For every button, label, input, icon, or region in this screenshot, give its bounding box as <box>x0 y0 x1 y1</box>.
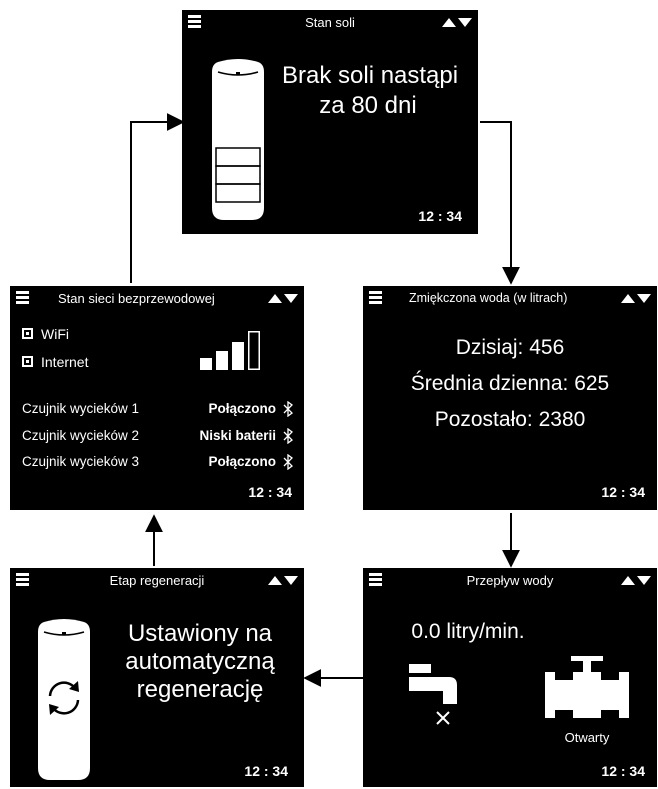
regen-message-line-2: automatyczną <box>125 648 275 675</box>
menu-icon[interactable] <box>188 15 201 28</box>
regen-message-line-3: regenerację <box>136 676 264 703</box>
wifi-checkbox[interactable] <box>22 328 33 339</box>
clock: 12 : 34 <box>248 484 292 500</box>
bluetooth-icon <box>283 428 293 444</box>
arrow-salt-to-softened <box>480 121 520 285</box>
up-down-arrows-icon[interactable] <box>268 292 298 304</box>
arrow-wireless-to-salt <box>130 113 185 283</box>
sensor-3-name: Czujnik wycieków 3 <box>22 454 140 469</box>
sensor-1-status: Połączono <box>208 401 276 416</box>
salt-message-line-2: za 80 dni <box>319 92 417 119</box>
regeneration-screen: Etap regeneracji Ustawiony na automatycz… <box>10 568 304 787</box>
screen-title: Etap regeneracji <box>109 573 205 588</box>
softener-tank-icon <box>38 619 90 780</box>
valve-status: Otwarty <box>564 730 610 745</box>
screen-title: Stan soli <box>305 15 355 30</box>
bluetooth-icon <box>283 401 293 417</box>
clock: 12 : 34 <box>601 763 645 779</box>
internet-label: Internet <box>41 354 89 370</box>
wifi-label: WiFi <box>41 326 69 342</box>
up-down-arrows-icon[interactable] <box>621 292 651 304</box>
screen-title: Zmiękczona woda (w litrach) <box>409 291 568 305</box>
sensor-3-status: Połączono <box>208 454 276 469</box>
screen-header: Stan soli <box>182 10 478 34</box>
valve-icon <box>545 656 629 718</box>
screen-title: Stan sieci bezprzewodowej <box>58 291 215 306</box>
salt-status-screen: Stan soli Brak soli nastąpi za 80 dni 12… <box>182 10 478 234</box>
menu-icon[interactable] <box>16 573 29 586</box>
flow-rate: 0.0 litry/min. <box>411 620 525 643</box>
softened-water-screen: Zmiękczona woda (w litrach) Dzisiaj: 456… <box>363 286 657 510</box>
signal-strength-icon <box>200 331 260 370</box>
daily-average: Średnia dzienna: 625 <box>410 372 610 395</box>
up-down-arrows-icon[interactable] <box>268 574 298 586</box>
sensor-2-name: Czujnik wycieków 2 <box>22 428 140 443</box>
clock: 12 : 34 <box>244 763 288 779</box>
sensor-2-status: Niski baterii <box>199 428 276 443</box>
wireless-status-screen: Stan sieci bezprzewodowej WiFi Internet … <box>10 286 304 510</box>
remaining-capacity: Pozostało: 2380 <box>434 408 586 431</box>
screen-header: Stan sieci bezprzewodowej <box>10 286 304 310</box>
softener-tank-icon <box>212 59 264 220</box>
clock: 12 : 34 <box>418 208 462 224</box>
regen-message-line-1: Ustawiony na <box>127 620 273 647</box>
faucet-icon <box>409 664 457 725</box>
salt-message-line-1: Brak soli nastąpi <box>282 62 459 89</box>
bluetooth-icon <box>283 454 293 470</box>
screen-header: Zmiękczona woda (w litrach) <box>363 286 657 310</box>
regeneration-cycle-icon <box>48 681 80 715</box>
internet-checkbox[interactable] <box>22 356 33 367</box>
screen-title: Przepływ wody <box>466 573 554 588</box>
screen-header: Przepływ wody <box>363 568 657 592</box>
up-down-arrows-icon[interactable] <box>621 574 651 586</box>
sensor-1-name: Czujnik wycieków 1 <box>22 401 140 416</box>
menu-icon[interactable] <box>369 291 382 304</box>
today-usage: Dzisiaj: 456 <box>455 336 565 359</box>
menu-icon[interactable] <box>16 291 29 304</box>
menu-icon[interactable] <box>369 573 382 586</box>
clock: 12 : 34 <box>601 484 645 500</box>
up-down-arrows-icon[interactable] <box>442 16 472 28</box>
water-flow-screen: Przepływ wody 0.0 litry/min. Otwarty 12 … <box>363 568 657 787</box>
screen-header: Etap regeneracji <box>10 568 304 592</box>
